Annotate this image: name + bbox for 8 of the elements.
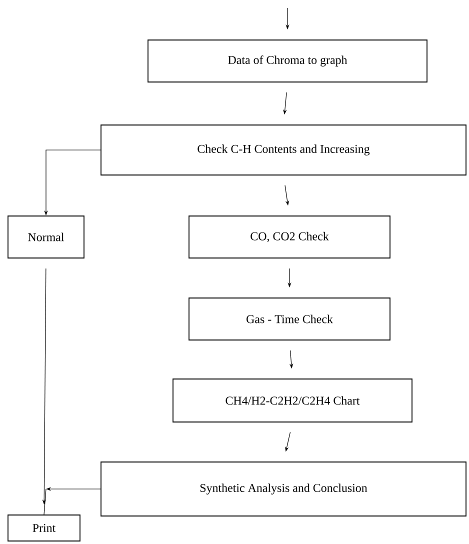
process-box: Check C-H Contents and Increasing [100,124,466,176]
process-box: Normal [8,216,84,258]
process-box: Synthetic Analysis and Conclusion [100,462,466,516]
process-box: Print [8,514,80,542]
process-box: Gas - Time Check [188,298,390,340]
process-box: CO, CO2 Check [188,216,390,258]
process-box: Data of Chroma to graph [148,40,428,82]
process-box: CH4/H2-C2H2/C2H4 Chart [172,378,412,422]
